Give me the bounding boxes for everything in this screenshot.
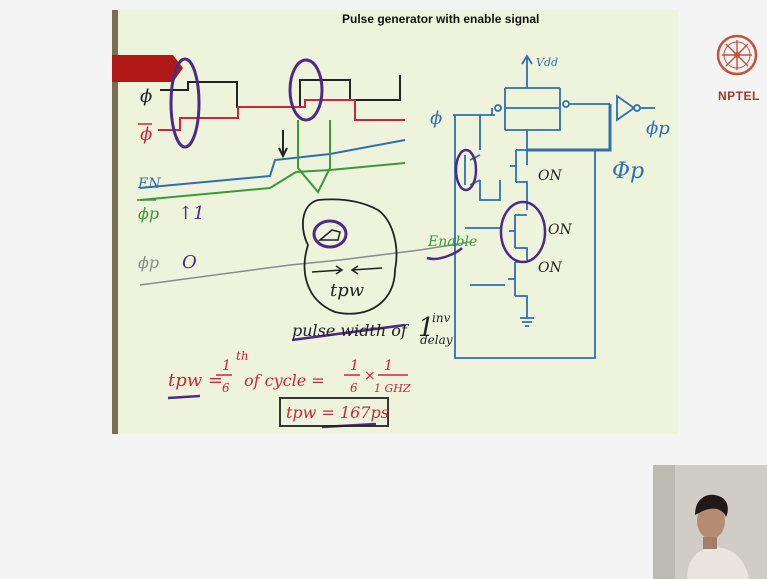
zoom-pulse-shape [317, 229, 341, 241]
label-phi-p: ϕp [138, 253, 159, 272]
phi-p-bar-waveform [139, 162, 406, 201]
result-box [279, 397, 389, 427]
eq1-th: th [236, 349, 249, 363]
presenter-image [653, 465, 767, 579]
label-on-1: ON [538, 168, 562, 184]
label-phi-right: ϕ [430, 108, 442, 129]
phi-edge-circle-1 [169, 57, 201, 149]
eq2-result: tpw = 167ps [286, 403, 389, 422]
label-vdd: Vdd [536, 56, 558, 69]
en-waveform [139, 139, 406, 189]
slide-left-bar [112, 10, 118, 434]
pulse-generator-circuit [453, 54, 655, 359]
pulse-width-underline [291, 323, 406, 342]
slide-canvas [112, 10, 678, 434]
eq1-num2: 1 [350, 358, 359, 374]
label-en: EN [137, 176, 161, 192]
eq1-den2: 6 [350, 381, 358, 395]
label-tpw: tpw [330, 280, 365, 301]
timing-diagram [139, 75, 471, 286]
label-zero: O [182, 252, 197, 273]
tpw-underline [167, 394, 201, 400]
eq1-den3: 1 GHZ [374, 382, 411, 395]
label-phi-p-out-big: Φp [612, 159, 644, 184]
eq1-lhs: tpw = [168, 370, 223, 391]
vdd-arrow [521, 54, 533, 78]
green-pulse [297, 120, 331, 194]
eq1-num: 1 [222, 358, 231, 374]
eq1-den: 6 [222, 381, 230, 395]
label-delay: delay [420, 333, 453, 347]
inverter-circle [454, 148, 478, 192]
red-pointer-tab [112, 55, 183, 82]
nptel-logo [716, 34, 758, 76]
zoom-bubble [302, 198, 398, 315]
enable-transistor-circle [499, 200, 547, 264]
label-inv: inv [432, 311, 451, 325]
label-phi-p-out-small: ϕp [646, 118, 670, 139]
enable-underline [426, 247, 463, 261]
down-arrow [278, 130, 288, 159]
slide-title: Pulse generator with enable signal [342, 12, 540, 26]
nptel-logo-text: NPTEL [718, 89, 760, 103]
eq1-times: × [364, 368, 376, 384]
output-inverter [616, 94, 636, 122]
phi-p-waveform [139, 241, 471, 286]
phi-edge-circle-2 [288, 58, 324, 122]
label-one-inv: 1 [418, 313, 435, 343]
label-enable: Enable [427, 234, 477, 250]
tpw-right-arrow [350, 265, 383, 275]
label-pulse-width: pulse width of [292, 321, 410, 340]
tpw-left-arrow [311, 265, 344, 275]
zoom-inner-circle [312, 219, 348, 249]
eq1-num3: 1 [384, 358, 393, 374]
eq1-of-cycle: of cycle = [244, 371, 325, 390]
label-phi-bar: ϕ [140, 124, 152, 145]
label-on-3: ON [538, 260, 562, 276]
label-phi-p-bar: ϕp [138, 204, 159, 223]
presenter-video [653, 465, 767, 579]
label-phi: ϕ [140, 86, 152, 107]
label-arrow-one: ↑1 [178, 203, 205, 224]
label-on-2: ON [548, 222, 572, 238]
phi-bar-waveform [158, 99, 405, 131]
